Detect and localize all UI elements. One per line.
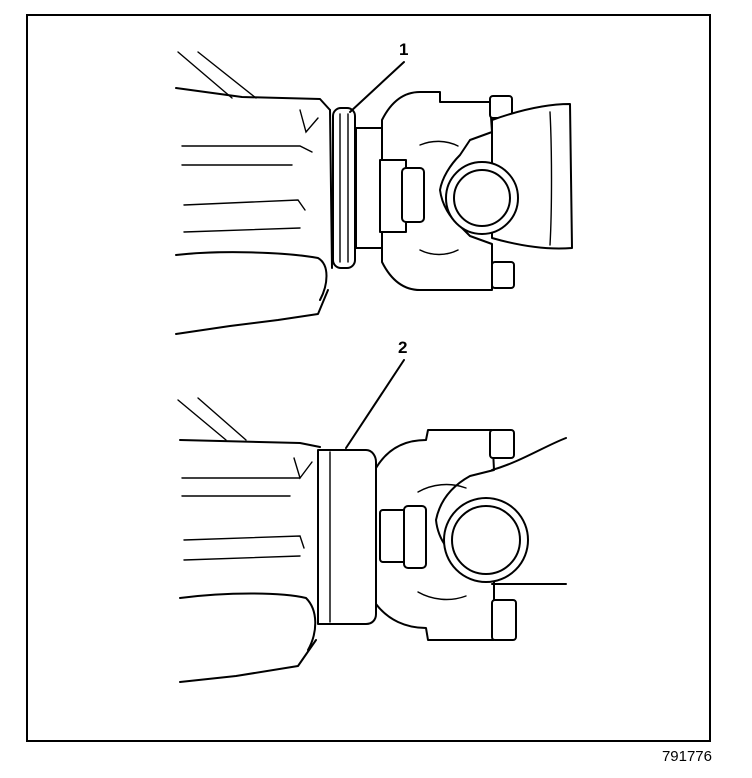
callout-2-label: 2 (398, 338, 408, 357)
figure-id: 791776 (661, 748, 712, 765)
callout-2-leader (345, 359, 405, 449)
top-assembly-illustration (175, 51, 573, 335)
callout-1-leader (349, 61, 405, 113)
figure-border (26, 14, 711, 742)
bottom-assembly-illustration (177, 397, 567, 683)
callout-1-label: 1 (399, 40, 409, 59)
